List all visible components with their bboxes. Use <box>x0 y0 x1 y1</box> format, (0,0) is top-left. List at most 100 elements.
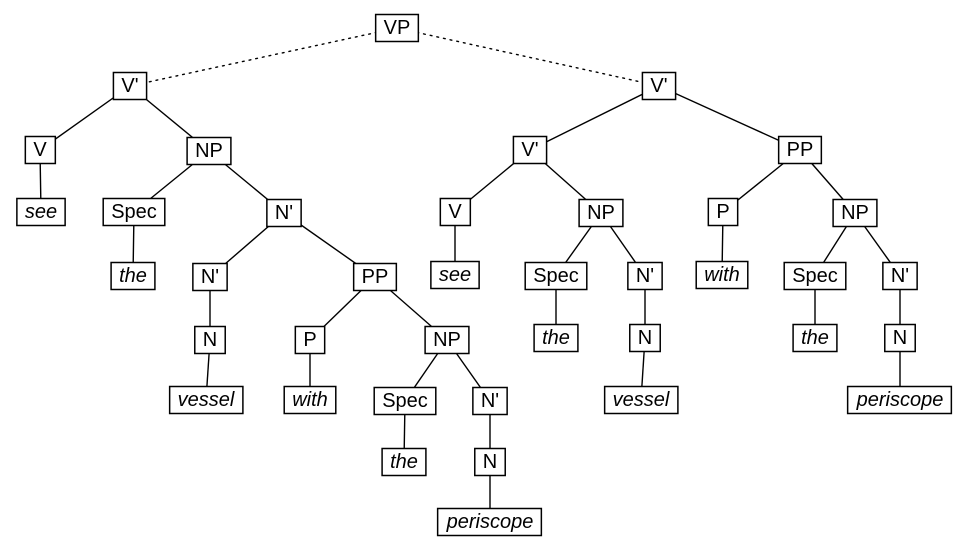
tree-node-box <box>474 447 506 477</box>
tree-node-np_L: NP <box>186 136 232 166</box>
tree-node-box <box>792 323 838 353</box>
tree-node-label: NP <box>433 329 461 351</box>
tree-node-label: N' <box>891 265 909 287</box>
tree-node-label: N <box>893 327 907 349</box>
tree-node-nbar_R2: N' <box>882 261 918 291</box>
tree-node-spec_L2: Spec <box>373 386 437 416</box>
tree-node-box <box>524 261 588 291</box>
tree-node-label: with <box>292 389 328 411</box>
tree-node-box <box>186 136 232 166</box>
tree-node-box <box>472 386 508 416</box>
tree-node-label: V' <box>521 139 538 161</box>
tree-node-box <box>294 325 326 355</box>
tree-node-box <box>374 13 420 43</box>
tree-node-label: Spec <box>792 265 838 287</box>
tree-node-spec_R2: Spec <box>783 261 847 291</box>
tree-node-label: N' <box>481 390 499 412</box>
tree-node-nbar_R1: N' <box>627 261 663 291</box>
tree-edge-vbar_R-vbar_R2 <box>529 85 660 151</box>
tree-node-label: P <box>303 329 316 351</box>
tree-node-box <box>373 386 437 416</box>
tree-node-label: vessel <box>178 389 235 411</box>
tree-node-label: N <box>203 329 217 351</box>
tree-node-label: N <box>638 327 652 349</box>
tree-node-box <box>24 135 57 165</box>
tree-node-box <box>783 261 847 291</box>
tree-node-n_L2: N <box>474 447 506 477</box>
tree-node-box <box>846 385 953 415</box>
tree-node-box <box>430 260 480 290</box>
tree-node-box <box>641 71 677 101</box>
tree-node-vessel_R: vessel <box>603 385 679 415</box>
tree-node-label: the <box>390 451 418 473</box>
tree-node-box <box>629 323 661 353</box>
tree-node-label: V <box>33 139 47 161</box>
tree-node-label: V' <box>121 75 138 97</box>
tree-node-box <box>603 385 679 415</box>
tree-node-label: the <box>119 265 147 287</box>
tree-node-label: N' <box>201 266 219 288</box>
tree-node-box <box>16 197 66 227</box>
tree-node-nbar_L2: N' <box>472 386 508 416</box>
tree-node-the_L2: the <box>381 447 427 477</box>
tree-node-see_R: see <box>430 260 480 290</box>
tree-node-box <box>112 71 148 101</box>
tree-node-box <box>194 325 226 355</box>
tree-node-box <box>102 197 166 227</box>
tree-node-the_R2: the <box>792 323 838 353</box>
tree-node-label: NP <box>841 202 869 224</box>
tree-node-p_L: P <box>294 325 326 355</box>
tree-node-label: the <box>801 327 829 349</box>
tree-node-label: periscope <box>446 511 534 533</box>
tree-node-np_L2: NP <box>424 325 470 355</box>
tree-node-label: see <box>439 264 471 286</box>
tree-node-n_L: N <box>194 325 226 355</box>
tree-node-v_R: V <box>439 197 472 227</box>
tree-node-box <box>381 447 427 477</box>
tree-node-box <box>266 198 302 228</box>
tree-node-label: Spec <box>382 390 428 412</box>
tree-node-box <box>882 261 918 291</box>
tree-node-pp_R: PP <box>777 135 823 165</box>
tree-node-p_R: P <box>707 197 739 227</box>
tree-node-box <box>168 385 244 415</box>
tree-node-label: vessel <box>613 389 670 411</box>
tree-node-vessel_L: vessel <box>168 385 244 415</box>
tree-node-vbar_L: V' <box>112 71 148 101</box>
tree-node-periscope_R: periscope <box>846 385 953 415</box>
tree-node-the_R1: the <box>533 323 579 353</box>
tree-edge-vp-vbar_R <box>396 27 660 87</box>
tree-node-box <box>695 260 749 290</box>
tree-node-box <box>436 507 543 537</box>
tree-node-label: N' <box>636 265 654 287</box>
tree-node-np_R1: NP <box>578 198 624 228</box>
tree-node-n_R1: N <box>629 323 661 353</box>
tree-node-box <box>578 198 624 228</box>
tree-node-np_R2: NP <box>832 198 878 228</box>
tree-node-box <box>512 135 548 165</box>
tree-node-label: periscope <box>856 389 944 411</box>
tree-node-label: PP <box>787 139 814 161</box>
tree-node-label: the <box>542 327 570 349</box>
tree-node-vp: VP <box>374 13 420 43</box>
tree-node-box <box>192 262 228 292</box>
tree-node-label: P <box>716 201 729 223</box>
tree-node-with_R: with <box>695 260 749 290</box>
tree-node-spec_R1: Spec <box>524 261 588 291</box>
tree-node-box <box>832 198 878 228</box>
tree-node-box <box>777 135 823 165</box>
tree-node-label: N <box>483 451 497 473</box>
tree-node-v_L: V <box>24 135 57 165</box>
tree-node-the_L1: the <box>110 261 156 291</box>
tree-node-box <box>424 325 470 355</box>
tree-node-label: N' <box>275 202 293 224</box>
tree-edge-vbar_R-pp_R <box>658 85 801 151</box>
tree-node-label: V' <box>650 75 667 97</box>
tree-node-box <box>707 197 739 227</box>
tree-edge-vp-vbar_L <box>129 27 398 87</box>
tree-node-box <box>884 323 916 353</box>
tree-node-nbar_L_lo: N' <box>192 262 228 292</box>
tree-node-box <box>352 262 398 292</box>
tree-node-label: NP <box>195 140 223 162</box>
